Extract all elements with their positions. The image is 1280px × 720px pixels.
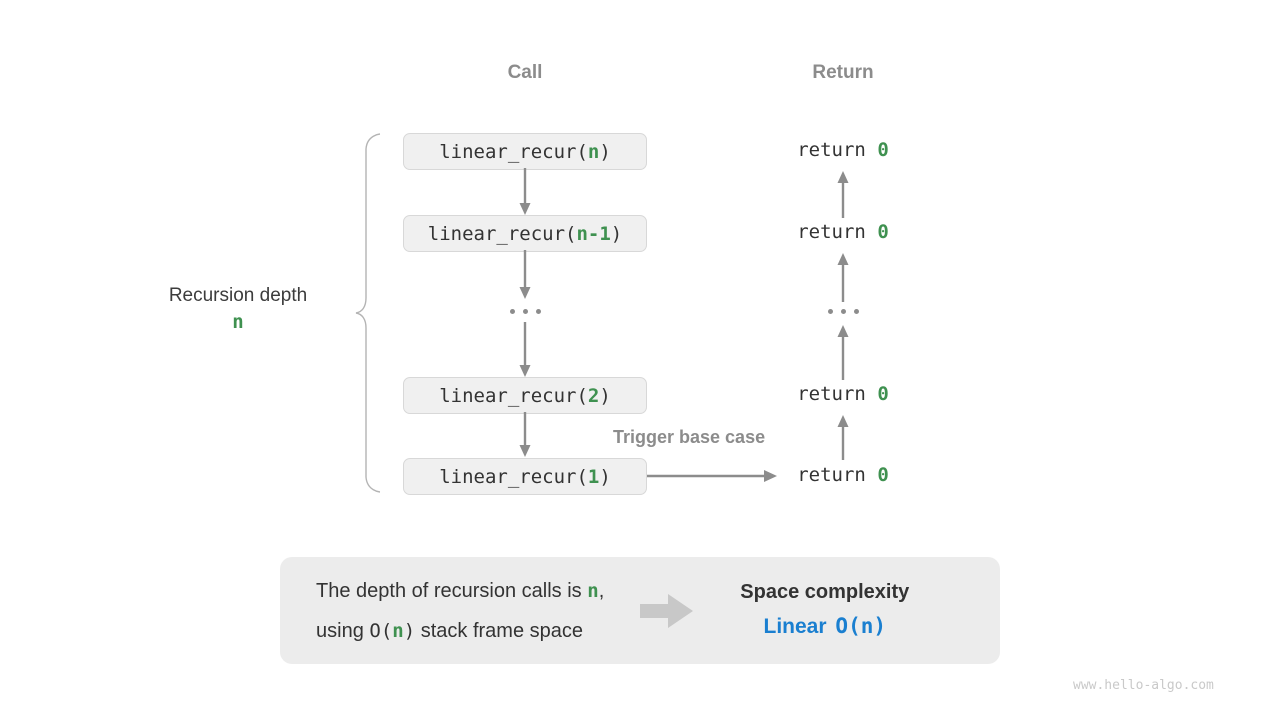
summary-line2-text-a: using <box>316 619 370 642</box>
call-frame-arg: n-1 <box>576 222 611 245</box>
summary-line-2: using O(n) stack frame space <box>316 611 604 651</box>
watermark: www.hello-algo.com <box>1073 678 1214 693</box>
ellipsis-dot <box>523 309 528 314</box>
return-arrow-up-icon <box>837 415 849 460</box>
call-frame-suffix: ) <box>599 384 611 407</box>
return-keyword: return <box>797 221 866 243</box>
return-keyword: return <box>797 139 866 161</box>
space-complexity-title: Space complexity <box>740 581 910 603</box>
call-frame-arg: 2 <box>587 384 600 407</box>
call-frame-box[interactable]: linear_recur(1) <box>403 458 647 495</box>
recursion-depth-label: Recursion depth n <box>138 283 338 335</box>
return-keyword: return <box>797 464 866 486</box>
call-frame-box[interactable]: linear_recur(2) <box>403 377 647 414</box>
base-case-arrow-right-icon <box>647 470 777 482</box>
summary-line1-text-a: The depth of recursion calls is <box>316 579 588 602</box>
call-frame-prefix: linear_recur( <box>439 384 588 407</box>
return-column-ellipsis <box>828 309 859 314</box>
call-frame-suffix: ) <box>599 465 611 488</box>
right-block-arrow-icon <box>640 593 694 628</box>
call-frame-arg: 1 <box>587 465 600 488</box>
return-arrow-up-icon <box>837 253 849 302</box>
call-arrow-down-icon <box>519 250 531 299</box>
summary-line2-bigo-close: ) <box>403 619 416 642</box>
return-label: return 0 <box>743 383 943 405</box>
call-arrow-down-icon <box>519 412 531 457</box>
call-column-ellipsis <box>510 309 541 314</box>
space-complexity-value: Linear O(n) <box>740 609 909 646</box>
call-frame-suffix: ) <box>610 222 623 245</box>
recursion-depth-title: Recursion depth <box>168 285 308 306</box>
space-complexity-expression: O(n) <box>835 614 886 638</box>
return-value: 0 <box>877 383 889 405</box>
summary-line2-text-b: stack frame space <box>415 619 584 642</box>
summary-conclusion: Space complexity Linear O(n) <box>740 575 909 646</box>
return-label: return 0 <box>743 139 943 161</box>
summary-description: The depth of recursion calls is n, using… <box>316 571 604 651</box>
space-complexity-word: Linear <box>763 615 827 638</box>
call-frame-arg: n <box>587 140 600 163</box>
ellipsis-dot <box>854 309 859 314</box>
trigger-base-case-caption: Trigger base case <box>613 427 766 447</box>
call-frame-box[interactable]: linear_recur(n) <box>403 133 647 170</box>
summary-line2-variable: n <box>392 619 404 642</box>
summary-line1-variable: n <box>587 579 599 602</box>
call-frame-prefix: linear_recur( <box>439 140 588 163</box>
call-arrow-down-icon <box>519 168 531 215</box>
return-keyword: return <box>797 383 866 405</box>
column-header-call: Call <box>507 62 543 83</box>
summary-panel: The depth of recursion calls is n, using… <box>280 557 1000 664</box>
summary-line-1: The depth of recursion calls is n, <box>316 571 604 611</box>
return-label: return 0 <box>743 221 943 243</box>
return-value: 0 <box>877 139 889 161</box>
call-frame-prefix: linear_recur( <box>427 222 577 245</box>
call-frame-suffix: ) <box>599 140 611 163</box>
ellipsis-dot <box>536 309 541 314</box>
summary-line2-bigo-open: O( <box>369 619 393 642</box>
column-header-return: Return <box>812 62 874 83</box>
return-arrow-up-icon <box>837 171 849 218</box>
return-label: return 0 <box>743 464 943 486</box>
call-frame-box[interactable]: linear_recur(n-1) <box>403 215 647 252</box>
summary-line1-text-b: , <box>598 579 605 602</box>
return-value: 0 <box>877 221 889 243</box>
ellipsis-dot <box>841 309 846 314</box>
call-frame-prefix: linear_recur( <box>439 465 588 488</box>
return-value: 0 <box>877 464 889 486</box>
ellipsis-dot <box>828 309 833 314</box>
call-arrow-down-icon <box>519 322 531 377</box>
recursion-depth-brace <box>355 133 381 493</box>
ellipsis-dot <box>510 309 515 314</box>
recursion-depth-value: n <box>232 311 244 333</box>
return-arrow-up-icon <box>837 325 849 380</box>
